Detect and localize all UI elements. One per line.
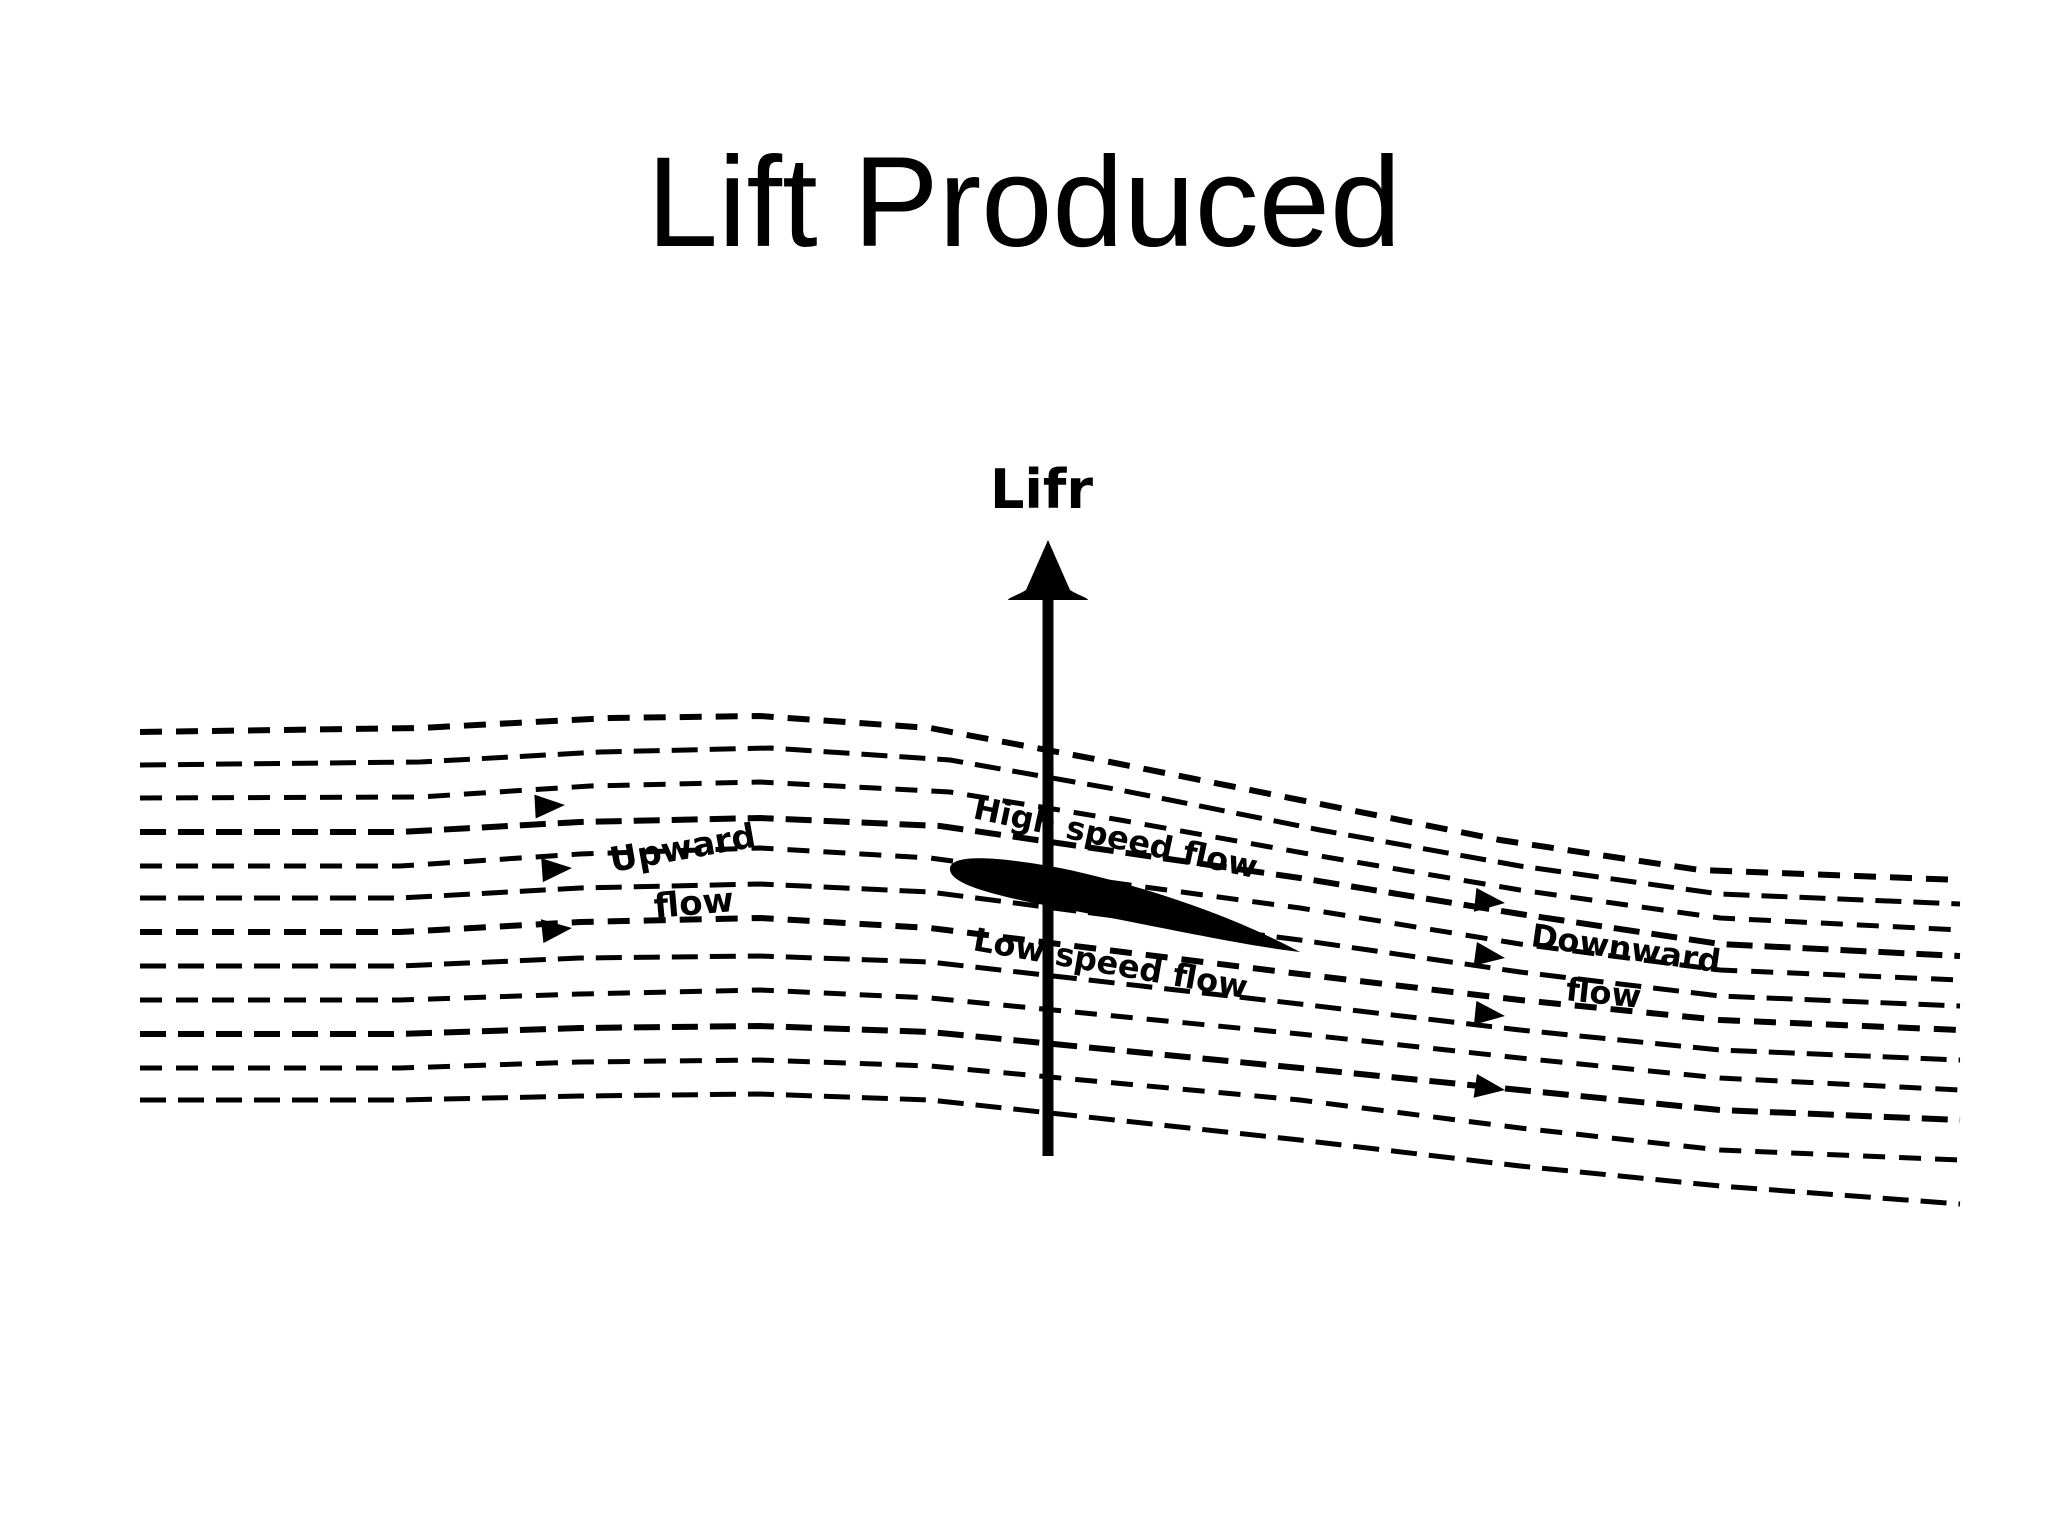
upward-flow-label: Upward (607, 816, 759, 881)
page-title: Lift Produced (646, 131, 1402, 274)
streamline (140, 914, 1961, 1033)
streamlines (139, 712, 1961, 1207)
flow-arrow-icon (1473, 887, 1505, 912)
streamline (139, 779, 1961, 933)
flow-arrow-icon (541, 858, 572, 883)
airfoil-icon (949, 858, 1300, 952)
streamline (139, 712, 1961, 883)
flow-arrow-icon (1473, 1073, 1505, 1098)
streamline (139, 745, 1961, 907)
streamline (140, 881, 1961, 1009)
streamline (140, 1057, 1961, 1163)
downward-flow-label-line2: flow (1564, 970, 1643, 1016)
flow-arrow-icon (1473, 941, 1505, 966)
streamline (140, 845, 1961, 983)
flow-arrow-icon (540, 919, 572, 944)
flow-arrow-icon (1473, 1000, 1505, 1025)
streamline (140, 1091, 1961, 1207)
downward-flow-label: Downward (1529, 916, 1723, 980)
upward-flow-label-line2: flow (652, 880, 735, 927)
flow-arrows (534, 794, 1505, 1098)
streamline (140, 953, 1961, 1063)
lift-label: Lifr (990, 458, 1093, 521)
streamline (140, 814, 1961, 959)
lift-arrow-icon (1008, 540, 1088, 1156)
streamline (140, 987, 1961, 1093)
flow-arrow-icon (534, 794, 565, 819)
streamline (140, 1022, 1961, 1123)
